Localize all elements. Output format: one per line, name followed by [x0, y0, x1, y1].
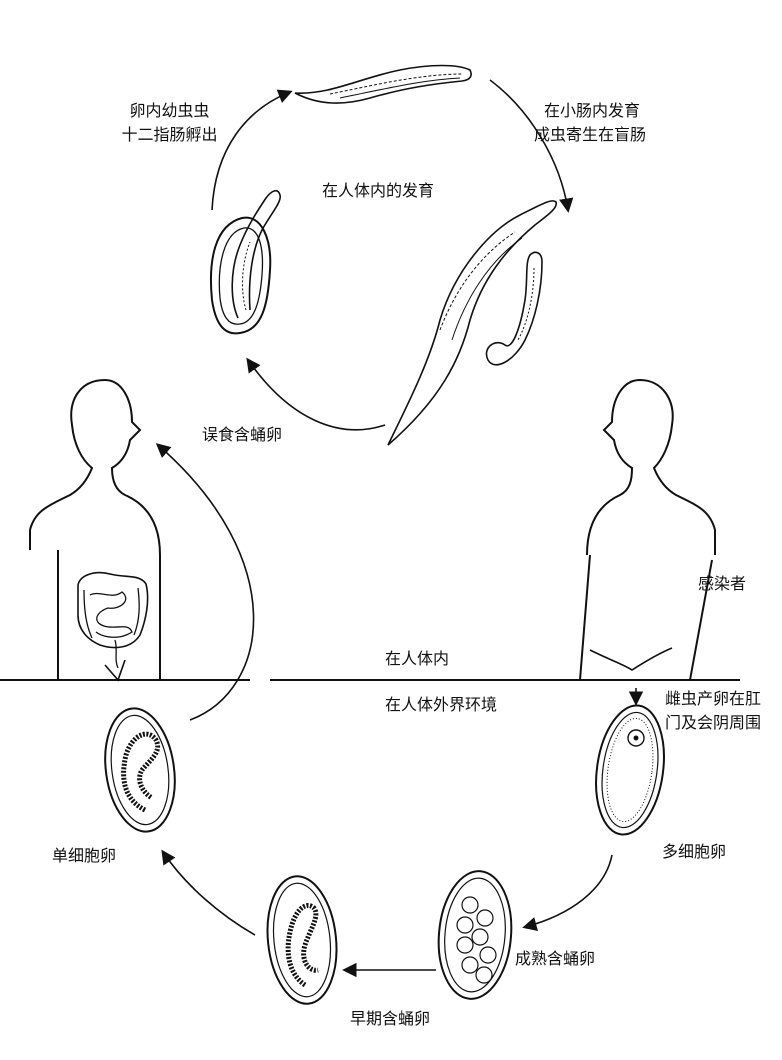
arrow-larva-to-adult-worm: [211, 89, 293, 211]
label-outside-environment: 在人体外界环境: [385, 695, 498, 714]
multi-cell-egg: [595, 704, 665, 836]
label-in-body-development: 在人体内的发育: [322, 181, 435, 200]
label-hatch-line2: 十二指肠孵出: [121, 125, 218, 144]
early-embryo-egg: [266, 875, 338, 1005]
arrow-ingestion: [155, 443, 255, 721]
label-female-lays-line2: 门及会阴周围: [665, 713, 762, 732]
label-multi-cell-egg: 多细胞卵: [662, 842, 727, 861]
arrow-multi-to-mature: [522, 854, 613, 931]
label-develop-line2: 成虫寄生在盲肠: [533, 125, 646, 144]
hatching-larva: [209, 189, 281, 335]
label-inside-body: 在人体内: [385, 649, 450, 668]
label-hatch-line1: 卵内幼虫虫: [129, 101, 210, 120]
human-figure-left: [29, 379, 161, 682]
single-cell-egg: [104, 707, 176, 833]
human-figure-infected: [579, 379, 716, 681]
intestine-drawing: [77, 571, 149, 649]
arrow-worm-to-cecum: [489, 79, 574, 213]
arrow-early-to-single: [161, 849, 256, 936]
adult-worms-pair: [387, 200, 558, 446]
label-infected-person: 感染者: [698, 574, 747, 593]
label-female-lays-line1: 雌虫产卵在肛: [665, 689, 762, 708]
label-develop-line1: 在小肠内发育: [543, 101, 640, 120]
label-single-cell-egg: 单细胞卵: [52, 846, 117, 865]
mature-egg: [437, 870, 513, 1000]
label-mature-egg: 成熟含蛹卵: [515, 949, 596, 968]
adult-worm: [294, 64, 472, 104]
label-early-egg: 早期含蛹卵: [350, 1009, 431, 1028]
label-ingest-eggs: 误食含蛹卵: [202, 425, 283, 444]
arrow-cecum-to-ingest: [246, 357, 386, 431]
